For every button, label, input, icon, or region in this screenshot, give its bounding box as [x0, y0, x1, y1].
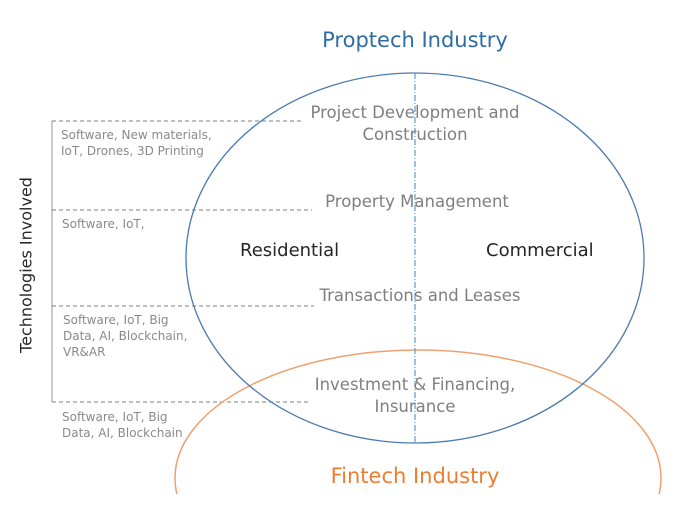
stage-line: Transactions and Leases [319, 286, 521, 305]
tech-investment: Software, IoT, Big Data, AI, Blockchain [62, 410, 183, 440]
segment-residential: Residential [240, 240, 340, 261]
segment-commercial: Commercial [486, 240, 594, 261]
stage-line: Investment & Financing, [314, 375, 516, 394]
axis-label: Technologies Involved [16, 177, 36, 353]
fintech-ellipse [174, 349, 662, 494]
stage-line: Construction [362, 125, 468, 144]
tech-development: Software, New materials, IoT, Drones, 3D… [61, 128, 212, 158]
tech-transactions: Software, IoT, Big Data, AI, Blockchain,… [63, 313, 188, 359]
stage-transactions: Transactions and Leases [270, 285, 570, 307]
stage-development: Project Development and Construction [267, 102, 563, 146]
stage-management: Property Management [267, 191, 567, 213]
stage-investment: Investment & Financing, Insurance [265, 374, 565, 418]
tech-management: Software, IoT, [62, 217, 145, 231]
stage-line: Project Development and [310, 103, 520, 122]
proptech-title: Proptech Industry [322, 28, 508, 52]
stage-line: Property Management [325, 192, 509, 211]
stage-line: Insurance [374, 397, 456, 416]
fintech-title: Fintech Industry [330, 464, 500, 488]
